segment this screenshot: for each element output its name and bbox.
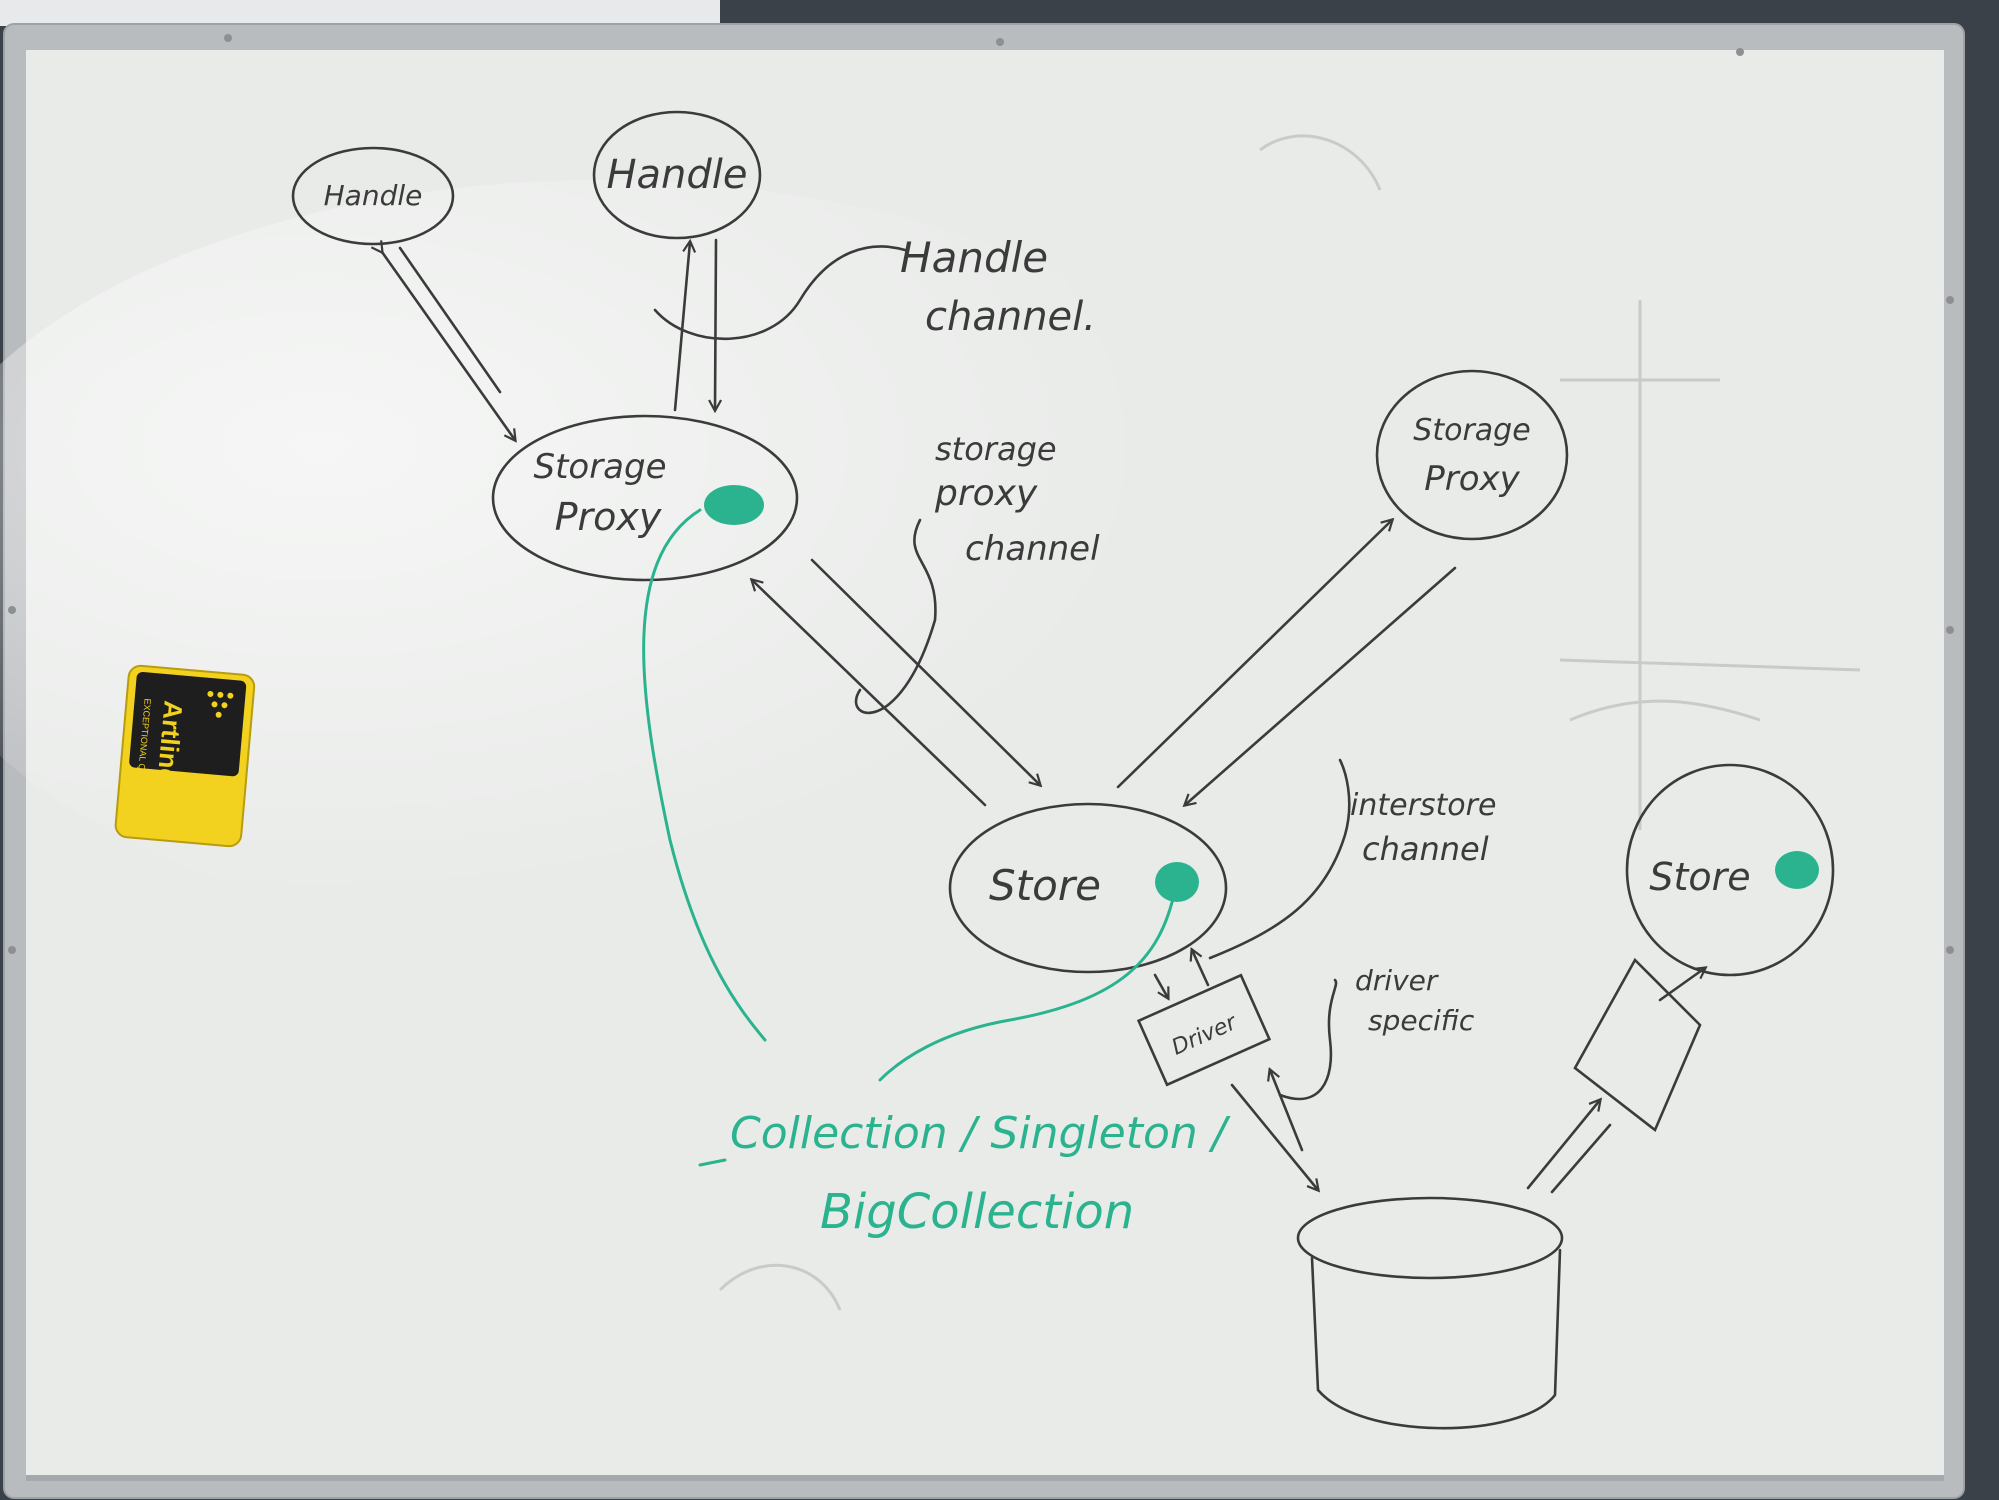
edge-handle-left-to-proxy-a (382, 252, 515, 440)
interstore-channel-label-line1: interstore (1350, 788, 1496, 823)
types-label-line1: Collection / Singleton / (730, 1108, 1231, 1159)
edge-db-to-store-right-a (1526, 1100, 1600, 1190)
edge-store-to-driver-a (1153, 973, 1168, 998)
storage-proxy-right-label-line2: Proxy (1424, 459, 1520, 499)
store-center-label: Store (989, 861, 1101, 910)
types-label-line2: BigCollection (820, 1184, 1134, 1240)
storage-proxy-channel-label-line1: storage (935, 430, 1057, 468)
diagram-black-ink (291, 110, 1835, 1430)
driver-specific-label-line2: specific (1368, 1004, 1475, 1037)
frame-screws (8, 34, 1954, 954)
handle-center-node (592, 110, 762, 240)
edge-handle-center-to-proxy-b (715, 238, 716, 410)
green-link-store (878, 888, 1177, 1082)
labels-black: Handle Handle Handle channel. Storage Pr… (324, 152, 1751, 1061)
store-right-driver-box (1573, 957, 1702, 1133)
edge-store-to-proxy-right-b (1185, 566, 1457, 805)
storage-proxy-channel-leader (854, 518, 937, 715)
handle-channel-label-line1: Handle (900, 233, 1048, 282)
driver-box (1136, 973, 1272, 1087)
light-glare (0, 180, 1300, 940)
diagram-green-ink (642, 508, 1177, 1167)
database-cylinder (1296, 1196, 1564, 1430)
edge-store-to-proxy-right-a (1116, 520, 1392, 789)
interstore-channel-label-line2: channel (1362, 830, 1489, 868)
storage-proxy-right-node (1375, 369, 1569, 541)
handle-channel-label-line2: channel. (925, 294, 1096, 340)
store-right-node (1625, 763, 1835, 977)
storage-proxy-left-label-line2: Proxy (555, 495, 662, 539)
proxy-left-dot (704, 485, 764, 525)
erased-marks (718, 134, 1861, 1311)
interstore-channel-leader (1208, 758, 1351, 960)
store-center-node (948, 802, 1228, 974)
wall-top-strip (0, 0, 720, 26)
handle-center-label: Handle (606, 152, 747, 198)
green-dots (704, 485, 1819, 902)
storage-proxy-left-node (491, 414, 799, 582)
green-link-proxy (642, 508, 767, 1042)
eraser-brand: Artline (152, 699, 189, 784)
edge-driver-to-db-b (1270, 1070, 1304, 1152)
store-right-dot (1775, 851, 1819, 889)
labels-green: Collection / Singleton / BigCollection (730, 1108, 1231, 1240)
handle-channel-leader (653, 245, 907, 341)
edge-proxy-to-store-a (752, 580, 987, 807)
driver-specific-label-line1: driver (1355, 964, 1439, 997)
edge-store-to-driver-b (1192, 950, 1210, 987)
storage-proxy-channel-label-line3: channel (965, 529, 1100, 569)
storage-proxy-channel-label-line2: proxy (934, 473, 1038, 514)
storage-proxy-left-label-line1: Storage (533, 447, 666, 487)
handle-left-label: Handle (324, 179, 423, 212)
storage-proxy-right-label-line1: Storage (1413, 413, 1530, 448)
driver-specific-leader (1278, 978, 1338, 1101)
eraser-icon (207, 690, 234, 718)
eraser[interactable]: Artline EXCEPTIONAL QUALITY (114, 664, 256, 848)
edge-driver-to-db-a (1230, 1083, 1318, 1190)
edge-proxy-to-store-b (810, 558, 1040, 785)
edge-handle-center-to-proxy-a (673, 242, 690, 412)
store-right-label: Store (1649, 855, 1750, 899)
store-center-dot (1155, 862, 1199, 902)
